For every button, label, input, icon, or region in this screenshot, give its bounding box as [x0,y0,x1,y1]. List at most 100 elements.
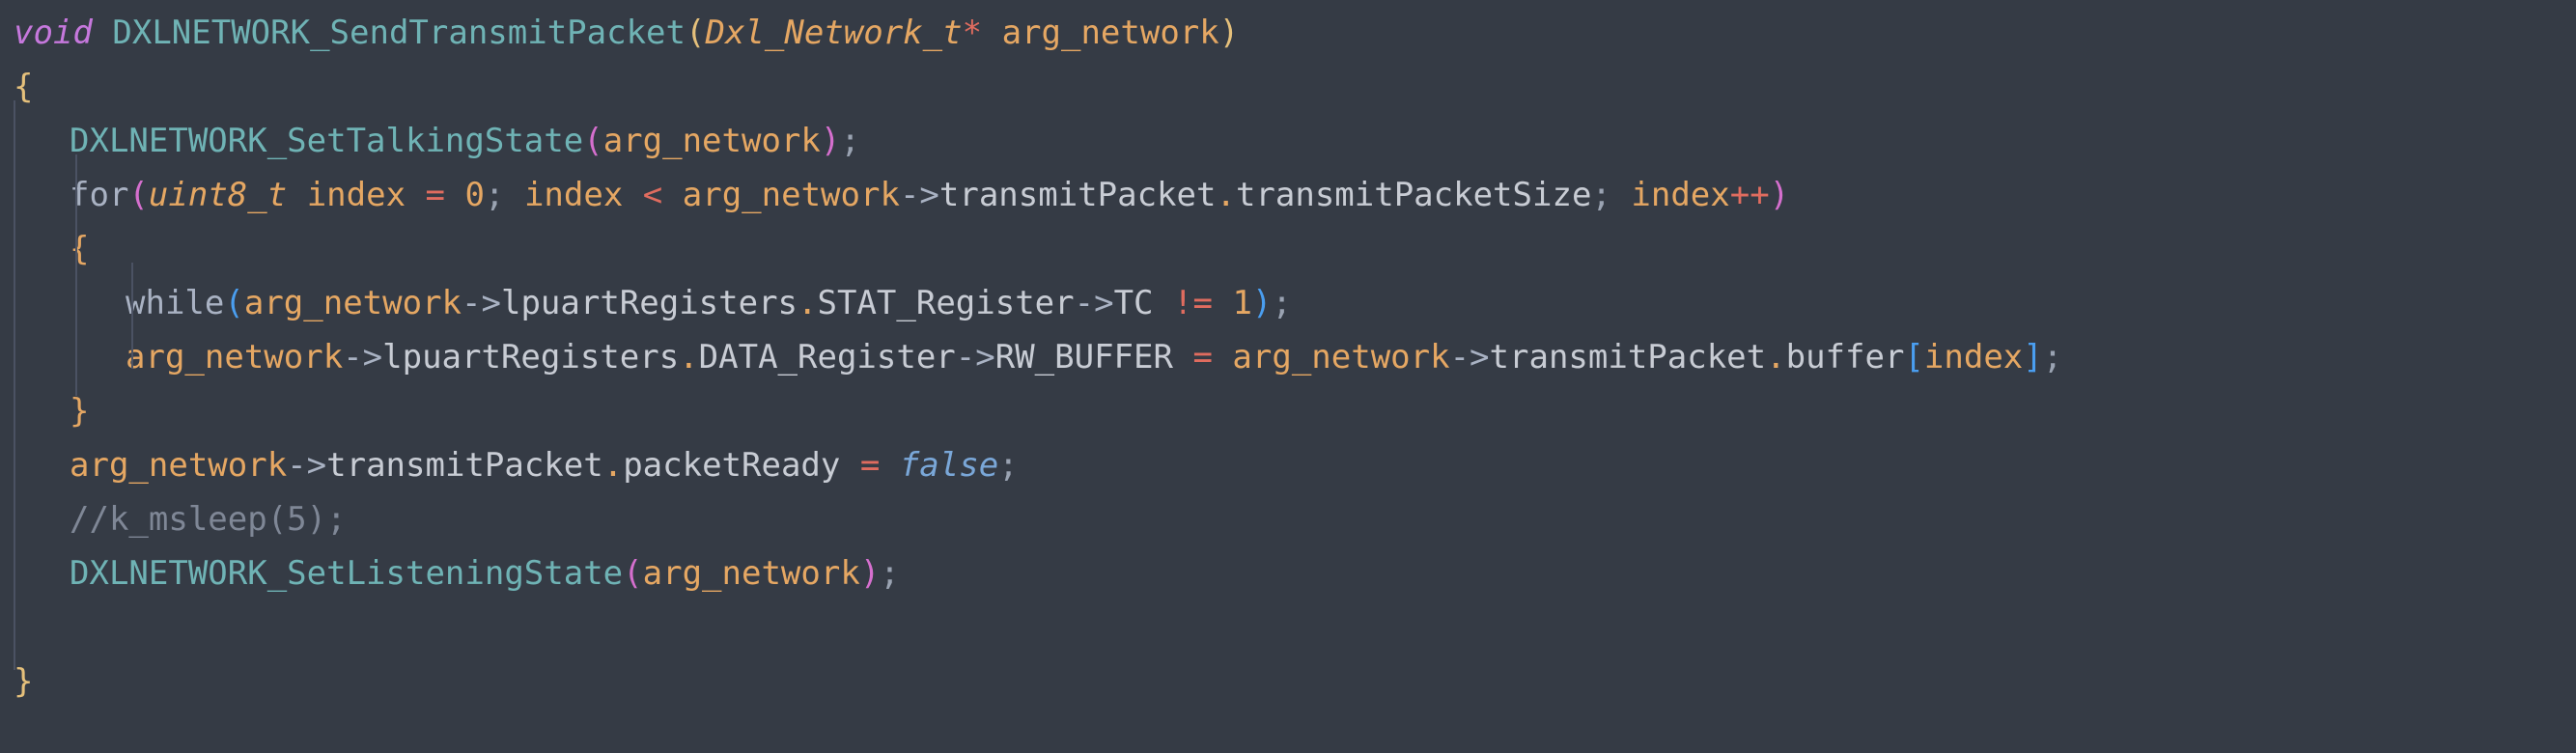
code-token: = [425,176,446,214]
code-token: ( [623,554,643,593]
code-token: { [14,68,34,106]
code-token: RW_BUFFER [994,338,1173,376]
code-token: ; [880,554,900,593]
code-token: lpuartRegisters [382,338,680,376]
code-token [406,176,425,214]
code-token: buffer [1785,338,1905,376]
code-token: DXLNETWORK_SendTransmitPacket [112,14,686,52]
indent-guide [14,100,15,670]
code-token [1154,284,1173,322]
code-token: arg_network [70,446,288,485]
code-token: . [679,338,699,376]
code-token: . [602,446,624,485]
code-token: -> [287,446,327,485]
code-token: -> [899,176,939,214]
code-line[interactable]: arg_network->lpuartRegisters.DATA_Regist… [14,330,2576,384]
code-line[interactable]: DXLNETWORK_SetTalkingState(arg_network); [14,114,2576,168]
code-token [287,176,306,214]
code-token: arg_network [1232,338,1450,376]
code-token: transmitPacket [326,446,603,485]
code-token: * [962,14,983,52]
code-token [504,176,523,214]
code-token: uint8_t [148,176,288,214]
code-token: void [14,14,93,52]
code-token: . [798,284,818,322]
code-token: . [1216,176,1236,214]
code-token [1173,338,1192,376]
code-token: -> [343,338,383,376]
code-line[interactable]: arg_network->transmitPacket.packetReady … [14,438,2576,492]
code-token: index [1631,176,1730,214]
code-line[interactable]: DXLNETWORK_SetListeningState(arg_network… [14,546,2576,600]
code-token: lpuartRegisters [500,284,798,322]
code-token: } [70,392,90,431]
code-token: transmitPacket [1489,338,1767,376]
code-line[interactable]: { [14,60,2576,114]
code-token [93,14,112,52]
code-token: TC [1113,284,1154,322]
code-token [662,176,682,214]
code-token: arg_network [1001,14,1219,52]
code-token: arg_network [602,122,821,160]
code-line[interactable]: } [14,384,2576,438]
code-token [880,446,899,485]
code-token: = [1192,338,1213,376]
code-token: DATA_Register [698,338,956,376]
code-token: index [1923,338,2024,376]
code-line[interactable]: void DXLNETWORK_SendTransmitPacket(Dxl_N… [14,6,2576,60]
code-token: while [126,284,225,322]
code-token: transmitPacket [938,176,1217,214]
code-token: arg_network [642,554,860,593]
code-token: ; [2042,338,2063,376]
code-token: Dxl_Network_t [705,14,963,52]
code-line[interactable]: while(arg_network->lpuartRegisters.STAT_… [14,276,2576,330]
code-token: index [306,176,406,214]
code-token: STAT_Register [817,284,1075,322]
code-token: ; [484,176,505,214]
code-token [623,176,642,214]
code-token: for [70,176,129,214]
code-token: ) [1251,284,1273,322]
code-token [840,446,859,485]
code-token: 1 [1232,284,1252,322]
code-token: -> [1074,284,1114,322]
code-token [1213,284,1232,322]
code-line[interactable]: } [14,655,2576,709]
code-token: ; [1272,284,1292,322]
code-token: ) [820,122,841,160]
code-token: transmitPacketSize [1235,176,1592,214]
code-token: 0 [464,176,485,214]
code-token: arg_network [243,284,462,322]
code-token: ; [1591,176,1611,214]
code-token [1611,176,1631,214]
code-token: ) [1769,176,1790,214]
code-token: { [70,230,90,268]
code-token: = [859,446,881,485]
code-token: false [899,446,999,485]
indent-guide [131,263,133,369]
code-token: ; [840,122,860,160]
code-token: //k_msleep(5); [70,500,347,539]
code-token: ] [2023,338,2043,376]
code-token: ( [583,122,603,160]
code-token [1213,338,1232,376]
code-token [445,176,464,214]
code-token: index [523,176,624,214]
code-token: arg_network [682,176,900,214]
code-token: -> [1449,338,1490,376]
code-token: packetReady [623,446,841,485]
code-token: != [1173,284,1213,322]
code-line[interactable]: { [14,222,2576,276]
code-token: DXLNETWORK_SetTalkingState [70,122,584,160]
code-token: < [642,176,663,214]
code-block[interactable]: void DXLNETWORK_SendTransmitPacket ( Dxl_N… [0,0,2576,709]
code-line[interactable]: for(uint8_t index = 0; index < arg_netwo… [14,168,2576,222]
code-line[interactable]: //k_msleep(5); [14,492,2576,546]
code-token: -> [955,338,995,376]
code-token: ; [998,446,1019,485]
code-token: } [14,662,34,701]
code-token: . [1766,338,1786,376]
code-line[interactable] [14,600,2576,655]
indent-guide [75,154,77,396]
